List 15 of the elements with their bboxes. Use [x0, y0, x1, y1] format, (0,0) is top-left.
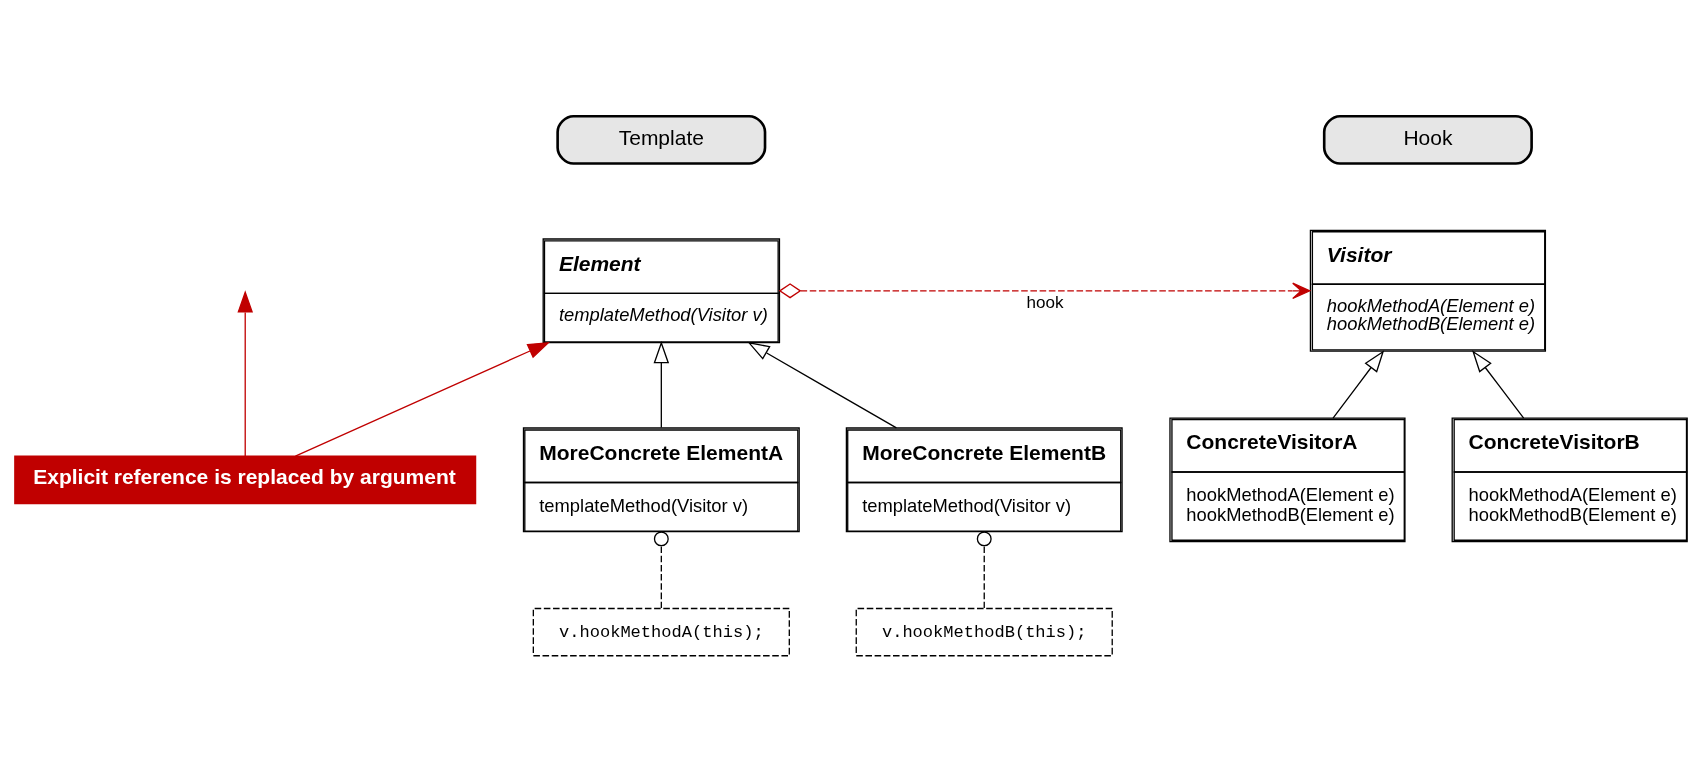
arrow: [778, 282, 1310, 299]
connector: [653, 530, 669, 609]
arrow: [1331, 349, 1384, 419]
node-box: Explicit reference is replaced by argument: [13, 455, 476, 504]
arrow: [1471, 349, 1524, 419]
arrow: [653, 340, 669, 428]
arrow: [746, 341, 897, 428]
node-box: Hook: [1322, 114, 1533, 165]
connector: [976, 530, 992, 609]
node-box: v.hookMethodB(this);: [855, 607, 1113, 656]
edge-label: hook: [1025, 292, 1063, 312]
arrow: [236, 289, 253, 457]
node-box: Template: [555, 114, 766, 165]
node-box: v.hookMethodA(this);: [532, 607, 790, 656]
arrow: [294, 341, 550, 457]
